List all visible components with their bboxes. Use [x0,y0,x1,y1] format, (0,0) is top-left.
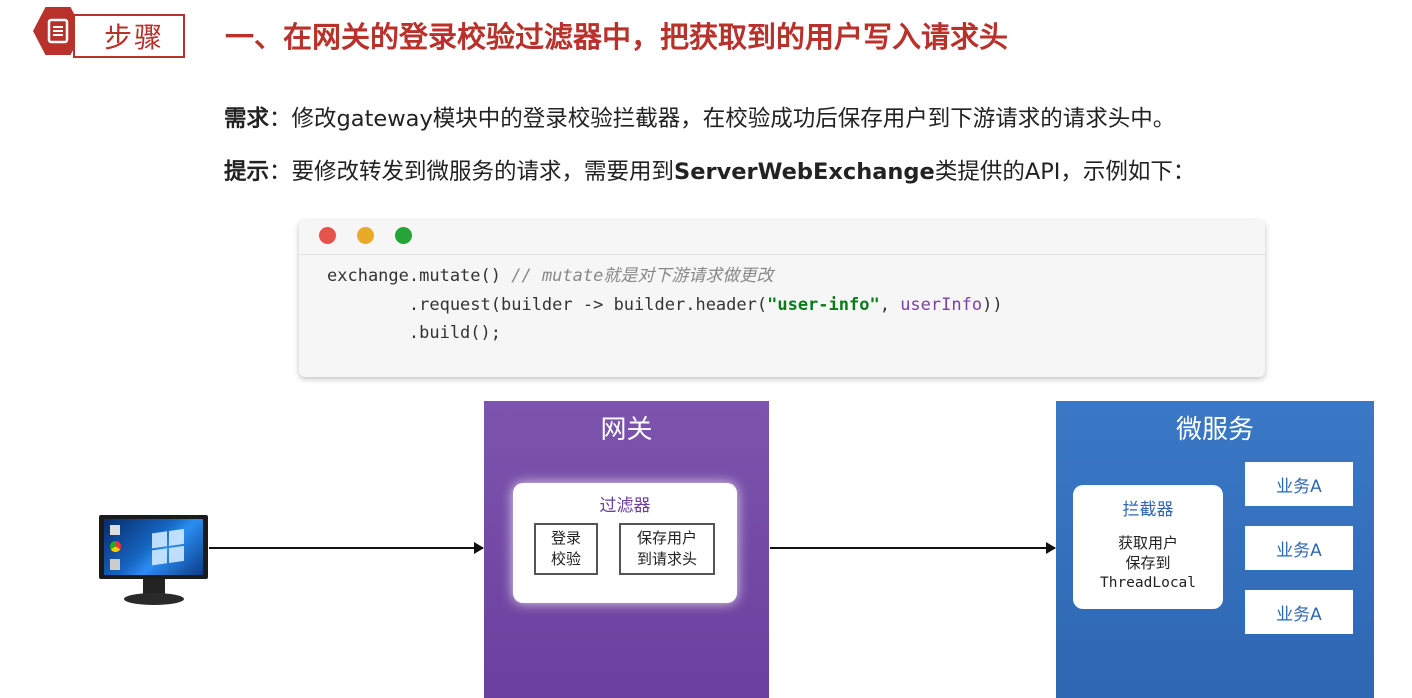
login-check-line-2: 校验 [550,550,581,568]
code-line-2-sep: , [879,294,901,315]
code-line-2-suffix: )) [982,294,1003,315]
gateway-title: 网关 [600,415,653,445]
code-line-2: .request(builder -> builder.header("user… [327,291,1003,320]
save-user-line-1: 保存用户 [636,529,697,547]
business-box: 业务A [1245,590,1353,634]
interceptor-title: 拦截器 [1122,500,1174,520]
recycle-bin-icon [110,559,120,570]
page-title: 一、在网关的登录校验过滤器中，把获取到的用户写入请求头 [225,20,1009,54]
save-user-line-2: 到请求头 [636,550,697,568]
step-label: 步骤 [103,21,164,54]
interceptor-line-3: ThreadLocal [1099,575,1197,591]
tip-label: 提示 [224,159,270,185]
business-box: 业务A [1245,462,1353,506]
gateway-box: 网关 过滤器 登录 校验 保存用户 到请求头 [484,401,769,698]
business-box: 业务A [1245,526,1353,570]
interceptor-line-2: 保存到 [1125,554,1171,572]
desktop-icon [110,525,120,535]
code-line-2-prefix: .request(builder -> builder.header( [327,294,768,315]
microservice-box: 微服务 拦截器 获取用户 保存到 ThreadLocal 业务A 业务A 业务A [1056,401,1374,698]
close-dot-icon [319,227,336,244]
filter-title: 过滤器 [599,496,651,516]
gateway-to-service-arrow [770,542,1056,554]
code-body: exchange.mutate() // mutate就是对下游请求做更改 .r… [327,262,1003,348]
login-check-line-1: 登录 [550,529,581,547]
save-user-box: 保存用户 到请求头 [619,523,715,575]
code-line-3: .build(); [327,323,501,343]
tip-line: 提示：要修改转发到微服务的请求，需要用到ServerWebExchange类提供… [224,154,1195,186]
code-variable: userInfo [900,294,983,315]
filter-box: 过滤器 登录 校验 保存用户 到请求头 [513,483,737,603]
tip-text-after: 类提供的API，示例如下： [934,159,1196,185]
interceptor-box: 拦截器 获取用户 保存到 ThreadLocal [1073,485,1223,609]
client-monitor-icon [99,515,209,610]
requirement-text: ：修改gateway模块中的登录校验拦截器，在校验成功后保存用户到下游请求的请求… [269,106,1176,132]
code-line-1-text: exchange.mutate() [327,266,512,286]
maximize-dot-icon [395,227,412,244]
code-snippet-card: exchange.mutate() // mutate就是对下游请求做更改 .r… [299,220,1265,377]
login-check-box: 登录 校验 [534,523,598,575]
code-string: "user-info" [767,294,880,315]
windows-logo-icon [152,528,186,568]
requirement-label: 需求 [224,106,270,132]
interceptor-text: 获取用户 保存到 ThreadLocal [1073,533,1223,593]
code-window-bar [299,220,1265,255]
minimize-dot-icon [357,227,374,244]
monitor-screen [99,515,208,579]
step-badge: 步骤 [33,6,187,58]
client-to-gateway-arrow [209,542,484,554]
interceptor-line-1: 获取用户 [1117,534,1178,552]
code-line-1: exchange.mutate() // mutate就是对下游请求做更改 [327,262,1003,291]
tip-text-before: ：要修改转发到微服务的请求，需要用到 [269,159,675,185]
microservice-title: 微服务 [1175,415,1254,445]
browser-icon [110,541,121,552]
requirement-line: 需求：修改gateway模块中的登录校验拦截器，在校验成功后保存用户到下游请求的… [224,101,1175,133]
code-comment: // mutate就是对下游请求做更改 [511,266,774,286]
tip-highlight: ServerWebExchange [674,159,935,185]
step-label-box: 步骤 [73,14,185,58]
